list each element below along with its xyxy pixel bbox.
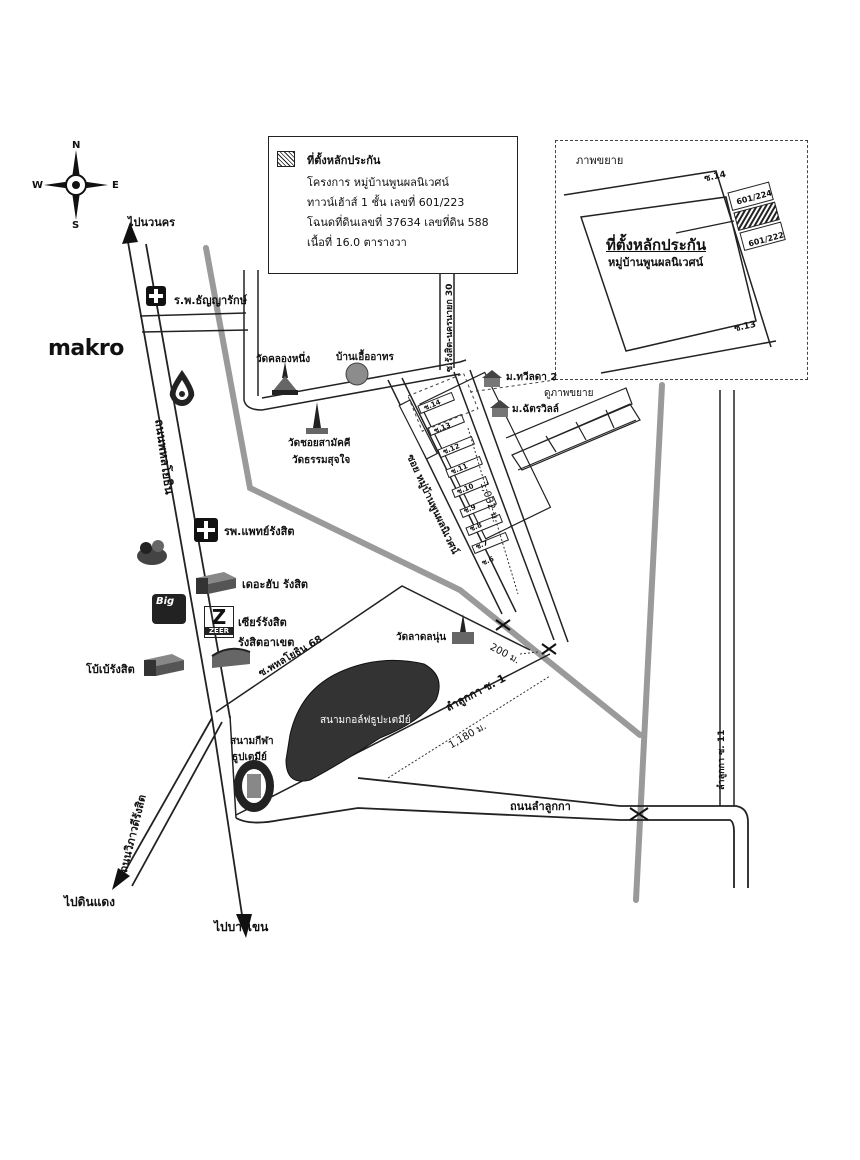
inset-ref-label: ดูภาพขยาย bbox=[544, 388, 594, 399]
wat-khlongnueng-label: วัดคลองหนึ่ง bbox=[256, 354, 311, 365]
temple-icon bbox=[306, 402, 328, 434]
ban-uea-label: บ้านเอื้ออาทร bbox=[336, 352, 394, 363]
zeer-label: เซียร์รังสิต bbox=[238, 616, 287, 629]
legend-title: ที่ตั้งหลักประกัน bbox=[307, 154, 381, 167]
lamlukka-road bbox=[235, 777, 749, 888]
inset-lines bbox=[563, 170, 786, 374]
stadium-icon bbox=[234, 760, 274, 812]
future-park-label: เดอะฮับ รังสิต bbox=[242, 578, 309, 591]
hosp-phaet-label: รพ.แพทย์รังสิต bbox=[224, 525, 295, 538]
inset-ref-box bbox=[407, 372, 479, 432]
warehouse-icon bbox=[211, 647, 251, 668]
compass-w: W bbox=[32, 180, 44, 191]
golf-course bbox=[285, 659, 440, 782]
wat-khoi-label: วัดชอยสามัคคี bbox=[288, 438, 351, 449]
shopping-icon bbox=[137, 540, 167, 565]
rangsit-nakhon-label: ซ.รังสิต-นครนายก 30 bbox=[445, 283, 455, 372]
lamlukka-soi11 bbox=[719, 390, 735, 806]
to-wangnoi-label: ไปนวนคร bbox=[128, 216, 175, 229]
lamlukka-soi1 bbox=[215, 369, 569, 816]
village-sois bbox=[417, 391, 510, 555]
chatville-grid bbox=[505, 387, 641, 471]
makro-logo: makro bbox=[48, 336, 124, 361]
temple-icon bbox=[272, 362, 298, 395]
wat-latlumkaeo-label: วัดลาดลนุ่น bbox=[396, 632, 447, 643]
lamlukka-soi11-label: ลำลูกกา ซ. 11 bbox=[717, 729, 727, 790]
collateral-hatch-icon bbox=[277, 151, 295, 167]
ban-uea-circle bbox=[345, 362, 369, 386]
house-icon bbox=[482, 370, 502, 387]
golf-border bbox=[229, 715, 237, 819]
inset-map: ภาพขยาย 601/224 601/222 ที่ตั้งหลักประกั… bbox=[555, 140, 808, 380]
to-bangkhen-label: ไปบางเขน bbox=[214, 920, 269, 934]
building-icon bbox=[144, 654, 184, 676]
building-icon bbox=[196, 572, 236, 594]
big-c-logo: Big bbox=[152, 594, 186, 624]
compass-rose bbox=[44, 150, 108, 220]
arrow-heads bbox=[112, 222, 252, 938]
inset-village-label: หมู่บ้านพูนผลนิเวศน์ bbox=[608, 256, 704, 269]
legend-area: เนื้อที่ 16.0 ตารางวา bbox=[307, 236, 407, 249]
wat-road bbox=[243, 270, 461, 411]
legend-house: ทาวน์เฮ้าส์ 1 ชั้น เลขที่ 601/223 bbox=[307, 196, 465, 209]
vibhavadi-road bbox=[119, 717, 223, 887]
legend-deed: โฉนดที่ดินเลขที่ 37634 เลขที่ดิน 588 bbox=[307, 216, 489, 229]
fuel-station-icon bbox=[169, 370, 195, 406]
wat-tham-label: วัดธรรมสุจใจ bbox=[292, 455, 351, 466]
legend-box: ที่ตั้งหลักประกัน โครงการ หมู่บ้านพูนผลน… bbox=[268, 136, 518, 274]
rangsit-nakhon-vertical bbox=[439, 274, 455, 370]
bridge-marks bbox=[495, 619, 649, 821]
thanyarak-soi bbox=[139, 312, 249, 333]
lamlukka-road-label: ถนนลำลูกกา bbox=[510, 800, 571, 813]
rangsit-nakhon-road bbox=[261, 359, 467, 399]
inset-collateral-label: ที่ตั้งหลักประกัน bbox=[606, 236, 707, 254]
compass-s: S bbox=[72, 220, 80, 231]
hosp-thanyarak-label: ร.พ.ธัญญารักษ์ bbox=[174, 294, 247, 307]
inset-leader bbox=[469, 379, 556, 393]
compass-n: N bbox=[72, 140, 81, 151]
temple-icon bbox=[452, 614, 474, 644]
m-chatchawan-label: ม.ฉัตรวิลล์ bbox=[512, 404, 559, 415]
zeer-text: ZEER bbox=[205, 627, 233, 635]
hospital-icon bbox=[146, 286, 166, 306]
rangsit-arcade-label: รังสิตอาเขต bbox=[238, 636, 295, 649]
house-icon bbox=[490, 400, 510, 417]
legend-project: โครงการ หมู่บ้านพูนผลนิเวศน์ bbox=[307, 176, 449, 189]
inset-title: ภาพขยาย bbox=[576, 154, 624, 167]
stadium-label-1: สนามกีฬา bbox=[230, 736, 274, 747]
lotus-label: โบ้เบ้รังสิต bbox=[86, 663, 135, 676]
golf-label: สนามกอล์ฟธูปะเตมีย์ bbox=[320, 715, 411, 726]
m-thawila-label: ม.ทวีลดา 2 bbox=[506, 372, 558, 383]
distance-markers bbox=[387, 427, 551, 779]
stadium-label-2: ธูปเตมีย์ bbox=[232, 752, 267, 763]
big-c-text: Big bbox=[156, 596, 175, 607]
to-dindaeng-label: ไปดินแดง bbox=[64, 895, 116, 909]
compass-e: E bbox=[112, 180, 119, 191]
hospital-icon bbox=[194, 518, 218, 542]
zeer-logo: Z ZEER bbox=[204, 606, 234, 638]
village-block bbox=[398, 371, 552, 540]
